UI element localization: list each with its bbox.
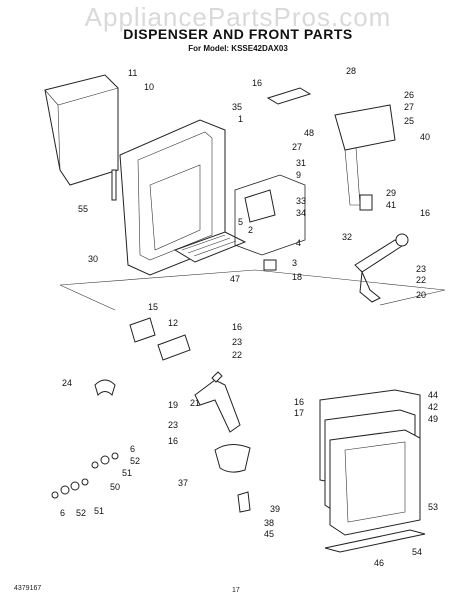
callout-49: 49 [428,414,438,424]
callout-25: 25 [404,116,414,126]
water-fittings-part [51,452,119,499]
callout-41: 41 [386,200,396,210]
callout-labels: 11 10 55 30 35 1 16 28 26 27 25 48 40 27… [60,66,438,568]
callout-51a: 51 [122,468,132,478]
callout-29: 29 [386,188,396,198]
callout-52a: 52 [130,456,140,466]
callout-28: 28 [346,66,356,76]
callout-52b: 52 [76,508,86,518]
callout-9: 9 [296,170,301,180]
diagram-title: DISPENSER AND FRONT PARTS [123,26,353,42]
ice-bin-part [44,74,119,186]
callout-4: 4 [296,238,301,248]
callout-27b: 27 [292,142,302,152]
callout-37: 37 [178,478,188,488]
callout-10: 10 [144,82,154,92]
callout-34: 34 [296,208,306,218]
callout-54: 54 [412,547,422,557]
clamp-part [94,379,116,396]
callout-31: 31 [296,158,306,168]
callout-30: 30 [88,254,98,264]
document-number: 4379167 [14,585,42,592]
screw-part [237,491,251,513]
callout-35: 35 [232,102,242,112]
callout-16d: 16 [294,397,304,407]
actuator-plate-part [129,317,156,343]
callout-2: 2 [248,225,253,235]
callout-23a: 23 [416,264,426,274]
callout-48: 48 [304,128,314,138]
callout-47: 47 [230,274,240,284]
callout-16e: 16 [168,436,178,446]
callout-51b: 51 [94,506,104,516]
callout-16a: 16 [252,78,262,88]
callout-1: 1 [238,114,243,124]
lever-arm-part [354,233,409,303]
callout-6b: 6 [60,508,65,518]
callout-33: 33 [296,196,306,206]
callout-32: 32 [342,232,352,242]
callout-11: 11 [128,68,137,78]
callout-24: 24 [62,378,72,388]
callout-17: 17 [294,408,304,418]
dispenser-cup-part [214,444,251,473]
callout-22b: 22 [232,350,242,360]
callout-20: 20 [416,290,426,300]
callout-6a: 6 [130,444,135,454]
callout-3: 3 [292,258,297,268]
callout-38: 38 [264,518,274,528]
callout-16c: 16 [232,322,242,332]
model-number: For Model: KSSE42DAX03 [188,44,288,53]
drip-tray-part [173,231,247,263]
callout-26: 26 [404,90,414,100]
switch-bracket-part [334,104,396,211]
watermark: AppliancePartsPros.com [84,2,392,32]
callout-40: 40 [420,132,430,142]
callout-21: 21 [190,398,200,408]
lever-bracket-part [157,334,191,361]
callout-22a: 22 [416,275,426,285]
cap-part [263,259,277,271]
callout-39: 39 [270,504,280,514]
control-box-part [234,174,306,256]
callout-27a: 27 [404,102,414,112]
callout-23b: 23 [232,337,242,347]
page-number: 17 [232,587,240,594]
callout-18: 18 [292,272,302,282]
callout-23c: 23 [168,420,178,430]
auger-rod-part [111,169,117,201]
leader-lines [59,269,446,311]
door-panel-part [319,389,421,536]
callout-45: 45 [264,529,274,539]
callout-53: 53 [428,502,438,512]
callout-5: 5 [238,217,243,227]
callout-55: 55 [78,204,88,214]
callout-12: 12 [168,318,178,328]
callout-42: 42 [428,402,438,412]
callout-46: 46 [374,558,384,568]
trim-strip-part [266,87,312,105]
callout-44: 44 [428,390,438,400]
bottom-trim-part [324,529,426,553]
callout-16b: 16 [420,208,430,218]
callout-15: 15 [148,302,158,312]
callout-19: 19 [168,400,178,410]
callout-50: 50 [110,482,120,492]
water-actuator-part [194,371,241,433]
